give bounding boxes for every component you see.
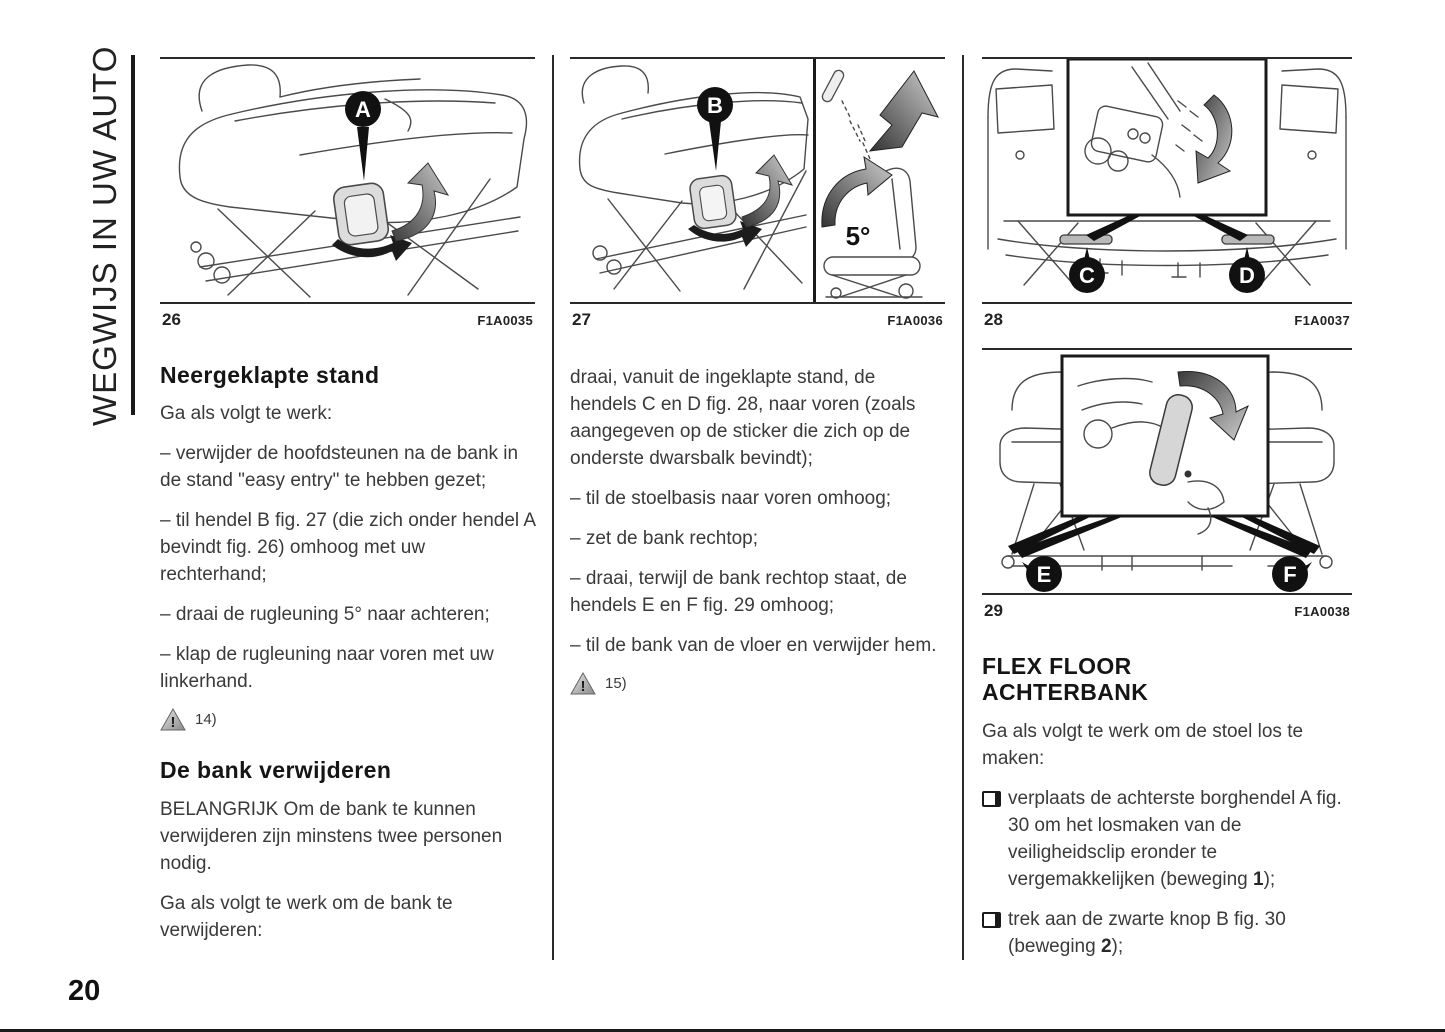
svg-text:!: !: [581, 678, 586, 695]
figure-top-rule: [982, 348, 1352, 350]
label-b-pointer: [709, 121, 721, 171]
figure-bottom-rule: [160, 302, 535, 304]
svg-text:!: !: [171, 714, 176, 731]
figure-caption: 26 F1A0035: [160, 304, 535, 336]
seat-illustration-fig27: B 5°: [570, 59, 945, 302]
paragraph: draai, vanuit de ingeklapte stand, de he…: [570, 367, 916, 469]
figure-top-rule: [982, 57, 1352, 59]
seat-illustration-fig28: C D: [982, 59, 1352, 302]
label-c-marker: [1069, 257, 1105, 293]
figure-code: F1A0037: [1294, 313, 1350, 328]
list-item: – til de bank van de vloer en verwijder …: [570, 635, 937, 656]
figure-28: C D 28 F1A0037: [982, 57, 1352, 336]
column-divider: [962, 55, 964, 960]
seat-illustration-fig26: A: [160, 59, 535, 302]
section-heading: FLEX FLOOR ACHTERBANK: [982, 653, 1149, 706]
figure-code: F1A0036: [887, 313, 943, 328]
label-f-text: F: [1283, 562, 1296, 587]
figure-code: F1A0038: [1294, 604, 1350, 619]
figure-code: F1A0035: [477, 313, 533, 328]
paragraph: BELANGRIJK Om de bank te kunnen verwijde…: [160, 798, 503, 874]
seat-illustration-fig29: E F: [982, 350, 1352, 593]
checkbox-bullet-icon: [982, 790, 1001, 807]
label-d-text: D: [1239, 263, 1255, 288]
figure-26: A 26 F1A0035: [160, 57, 535, 336]
figure-bottom-rule: [570, 302, 945, 304]
figure-29: E F 29 F1A0038: [982, 348, 1352, 627]
section-heading: De bank verwijderen: [160, 757, 392, 784]
label-b-marker: [697, 87, 733, 123]
figure-top-rule: [570, 57, 945, 59]
label-b-text: B: [707, 93, 723, 118]
figure-number: 28: [984, 310, 1003, 329]
list-item: – zet de bank rechtop;: [570, 528, 759, 549]
page-number: 20: [68, 975, 101, 1007]
label-e-text: E: [1037, 562, 1052, 587]
figure-bottom-rule: [982, 302, 1352, 304]
figure-caption: 29 F1A0038: [982, 595, 1352, 627]
figure-27: B 5°: [570, 57, 945, 336]
checklist-item: verplaats de achterste borghendel A fig.…: [982, 785, 1352, 893]
column-3: C D 28 F1A0037: [982, 57, 1352, 973]
figure-number: 29: [984, 601, 1003, 620]
label-f-marker: [1272, 556, 1308, 592]
checkbox-bullet-icon: [982, 911, 1001, 928]
figure-top-rule: [160, 57, 535, 59]
checklist-text-bold: 2: [1100, 935, 1112, 957]
section-heading: Neergeklapte stand: [160, 362, 380, 388]
warning-reference: ! 15): [570, 672, 945, 695]
warning-reference: ! 14): [160, 708, 535, 731]
checklist-item: trek aan de zwarte knop B fig. 30 (beweg…: [982, 906, 1352, 960]
label-a-text: A: [355, 97, 371, 122]
list-item: – draai de rugleuning 5° naar achteren;: [160, 604, 490, 626]
warning-number: 15): [605, 675, 627, 692]
checklist-text: );: [1263, 868, 1276, 890]
figure-number: 27: [572, 310, 591, 329]
paragraph: Ga als volgt te werk om de bank te verwi…: [160, 892, 453, 941]
warning-icon: !: [570, 672, 596, 695]
label-a-pointer: [357, 127, 369, 181]
label-a-marker: [345, 91, 381, 127]
label-d-marker: [1229, 257, 1265, 293]
column-2: B 5°: [570, 57, 945, 705]
figure-bottom-rule: [982, 593, 1352, 595]
checklist-text: verplaats de achterste borghendel A fig.…: [1008, 787, 1342, 890]
column-divider: [552, 55, 554, 960]
checklist-text: trek aan de zwarte knop B fig. 30 (beweg…: [1008, 908, 1286, 957]
list-item: – til hendel B fig. 27 (die zich onder h…: [160, 510, 535, 586]
list-item: – verwijder de hoofdsteunen na de bank i…: [160, 443, 519, 492]
figure-caption: 27 F1A0036: [570, 304, 945, 336]
list-item: – draai, terwijl de bank rechtop staat, …: [570, 568, 907, 616]
label-e-marker: [1026, 556, 1062, 592]
paragraph: Ga als volgt te werk:: [160, 403, 333, 425]
paragraph: Ga als volgt te werk om de stoel los te …: [982, 720, 1304, 769]
angle-label: 5°: [846, 221, 871, 251]
list-item: – klap de rugleuning naar voren met uw l…: [160, 644, 494, 693]
figure-number: 26: [162, 310, 181, 329]
checklist-text-bold: 1: [1253, 868, 1264, 890]
label-c-text: C: [1079, 263, 1095, 288]
chapter-title-vertical: WEGWIJS IN UW AUTO: [86, 45, 123, 427]
list-item: – til de stoelbasis naar voren omhoog;: [570, 488, 892, 509]
warning-number: 14): [195, 711, 217, 729]
sidebar-rule: [131, 55, 135, 415]
warning-icon: !: [160, 708, 186, 731]
figure-caption: 28 F1A0037: [982, 304, 1352, 336]
checklist-text: );: [1111, 935, 1124, 957]
column-1: A 26 F1A0035 Neergeklapte stand Ga als v…: [160, 57, 535, 957]
page-bottom-rule: [0, 1029, 1445, 1032]
